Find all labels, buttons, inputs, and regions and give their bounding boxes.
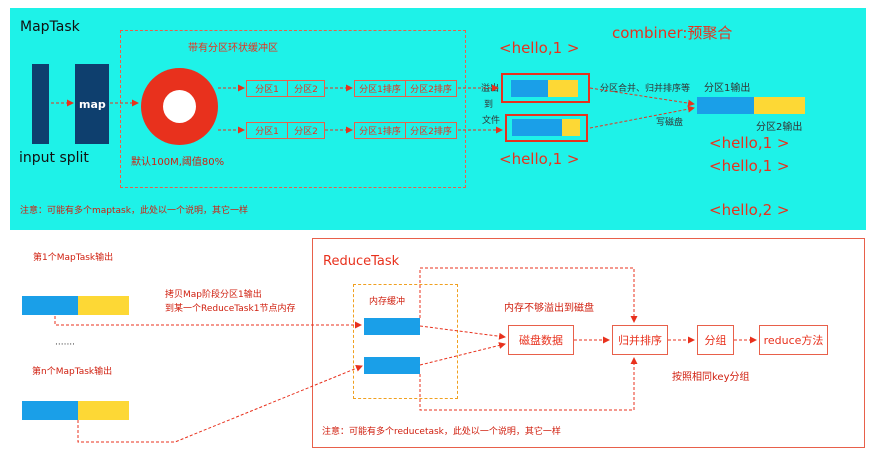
arrow-memory-loop-bottom (419, 357, 638, 411)
arrow-memory2-to-disk (419, 342, 506, 366)
ring-buffer-hole (163, 90, 196, 123)
spill-to-label: 到 (484, 100, 494, 110)
map-label: map (79, 98, 106, 111)
kv-bottom: <hello,1 > (499, 150, 580, 168)
kv-out-3: <hello,2 > (709, 201, 790, 219)
copy-label-2: 到某一个ReduceTask1节点内存 (165, 304, 296, 314)
memory-buffer-block-1 (364, 318, 420, 335)
spill-label: 溢出 (481, 84, 500, 94)
spill-file-top-highlight (501, 73, 590, 103)
spill-to-disk-label: 内存不够溢出到磁盘 (504, 303, 594, 314)
kv-out-2: <hello,1 > (709, 157, 790, 175)
row2-partition-2: 分区2 (287, 122, 325, 139)
combiner-title: combiner:预聚合 (612, 24, 733, 42)
map-output-blue (697, 97, 754, 114)
spill-file-top-blue (511, 80, 548, 97)
first-output-blue (22, 296, 78, 315)
spill-file-bottom-highlight (505, 114, 588, 142)
map-output-yellow (754, 97, 805, 114)
buffer-title: 带有分区环状缓冲区 (188, 43, 278, 54)
first-output-label: 第1个MapTask输出 (33, 253, 114, 263)
group-box: 分组 (697, 325, 734, 355)
arrow-nth-output-to-memory (77, 365, 363, 443)
arrow-memory-loop-top (419, 267, 638, 323)
kv-out-1: <hello,1 > (709, 134, 790, 152)
reduce-method-box: reduce方法 (759, 325, 828, 355)
input-split-bar (32, 64, 49, 144)
arrow-first-output-to-memory (54, 316, 362, 329)
spill-file-top-yellow (548, 80, 578, 97)
arrow-memory1-to-disk (419, 325, 506, 340)
first-output-yellow (78, 296, 129, 315)
merge-sort-box: 归并排序 (612, 325, 668, 355)
write-disk-label: 写磁盘 (656, 118, 684, 128)
buffer-note: 默认100M,阈值80% (131, 157, 225, 168)
map-bar (75, 64, 109, 144)
nth-output-label: 第n个MapTask输出 (32, 367, 113, 377)
spill-file-bottom-blue (512, 119, 562, 136)
arrow-spill-bottom-to-output (589, 105, 695, 129)
merge-label: 分区合并、归并排序等 (600, 84, 691, 94)
reducetask-note: 注意：可能有多个reducetask，此处以一个说明，其它一样 (322, 427, 561, 437)
group-by-key-label: 按照相同key分组 (672, 372, 750, 383)
maptask-title: MapTask (20, 19, 80, 35)
row2-partition-2-sorted: 分区2排序 (405, 122, 457, 139)
buffer-region (120, 30, 466, 188)
row1-partition-2-sorted: 分区2排序 (405, 80, 457, 97)
memory-buffer-block-2 (364, 357, 420, 374)
memory-buffer-label: 内存缓冲 (369, 297, 406, 307)
arrow-spill-top-to-output (589, 87, 695, 107)
input-split-label: input split (19, 150, 89, 166)
reducetask-title: ReduceTask (323, 254, 400, 269)
spill-file-bottom-yellow (562, 119, 580, 136)
copy-label-1: 拷贝Map阶段分区1输出 (165, 290, 262, 300)
memory-buffer-region (353, 284, 458, 399)
partition1-output-label: 分区1输出 (704, 83, 751, 94)
kv-top: <hello,1 > (499, 39, 580, 57)
ellipsis: ······· (55, 340, 76, 350)
partition2-output-label: 分区2输出 (756, 122, 803, 133)
row1-partition-2: 分区2 (287, 80, 325, 97)
maptask-note: 注意：可能有多个maptask，此处以一个说明，其它一样 (20, 206, 248, 216)
spill-file-label: 文件 (482, 116, 501, 126)
nth-output-blue (22, 401, 78, 420)
nth-output-yellow (78, 401, 129, 420)
disk-data-box: 磁盘数据 (508, 325, 574, 355)
